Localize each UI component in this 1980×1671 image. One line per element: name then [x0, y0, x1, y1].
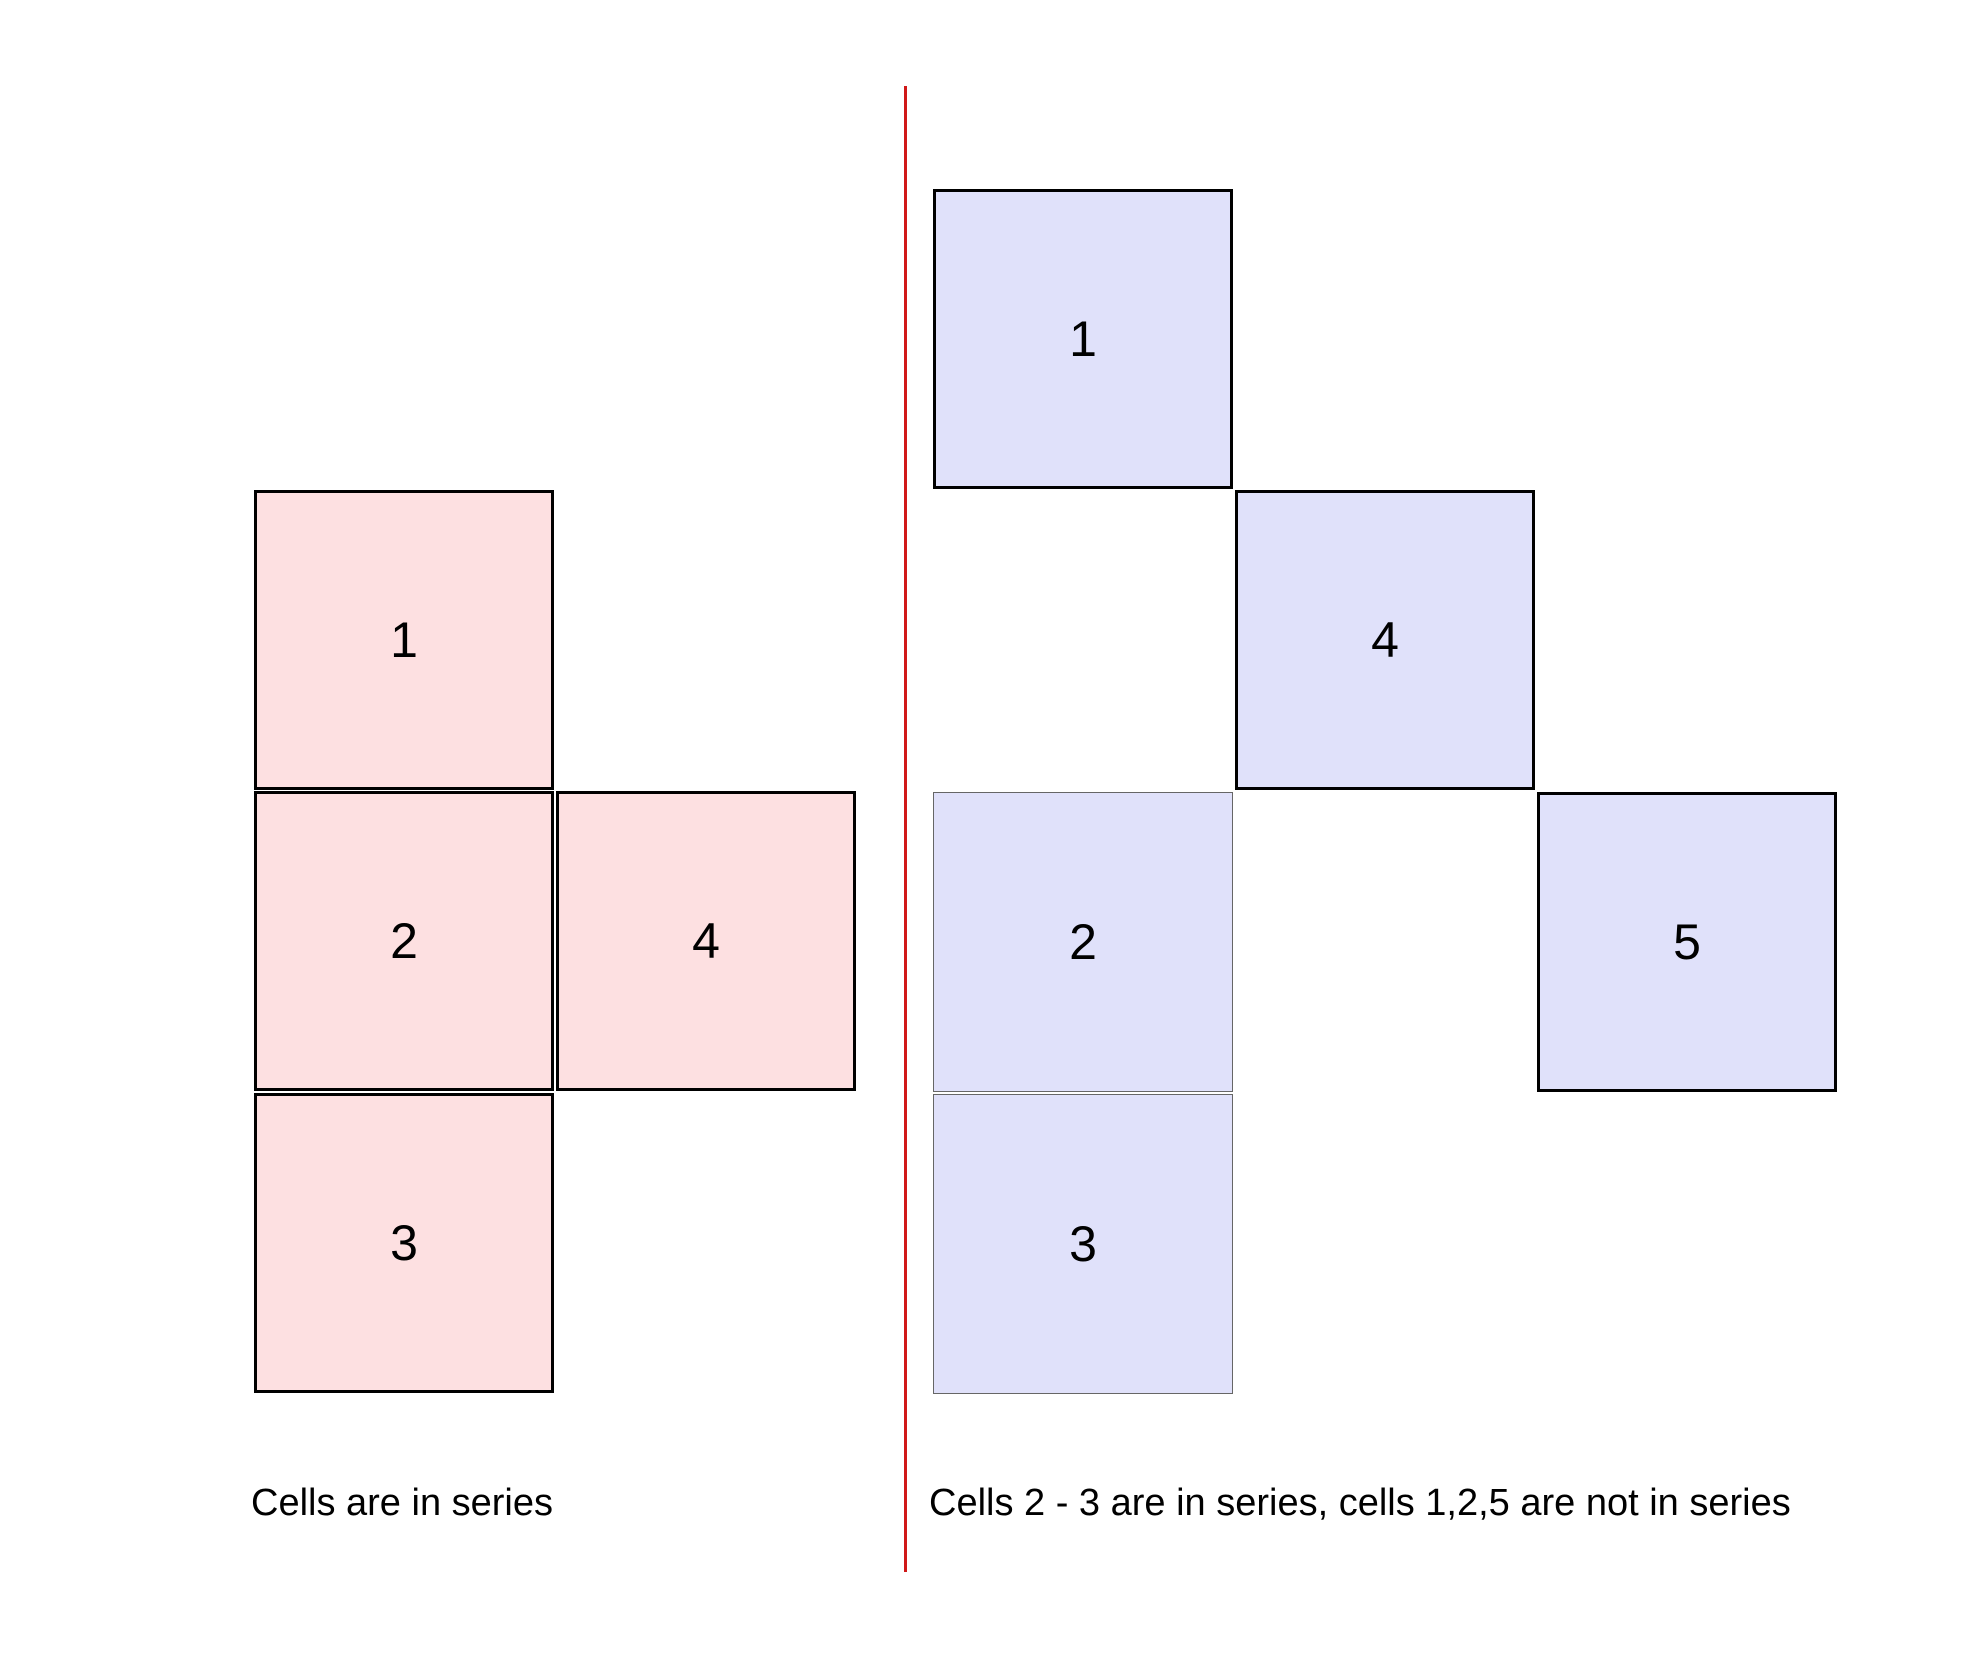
- left-cell-1: 1: [254, 490, 554, 790]
- panel-divider: [904, 86, 907, 1572]
- left-caption: Cells are in series: [251, 1482, 553, 1524]
- right-cell-4: 4: [1235, 490, 1535, 790]
- left-cell-2: 2: [254, 791, 554, 1091]
- right-caption: Cells 2 - 3 are in series, cells 1,2,5 a…: [929, 1482, 1791, 1524]
- right-cell-1: 1: [933, 189, 1233, 489]
- left-cell-3: 3: [254, 1093, 554, 1393]
- right-cell-3: 3: [933, 1094, 1233, 1394]
- right-cell-2: 2: [933, 792, 1233, 1092]
- right-cell-5: 5: [1537, 792, 1837, 1092]
- left-cell-4: 4: [556, 791, 856, 1091]
